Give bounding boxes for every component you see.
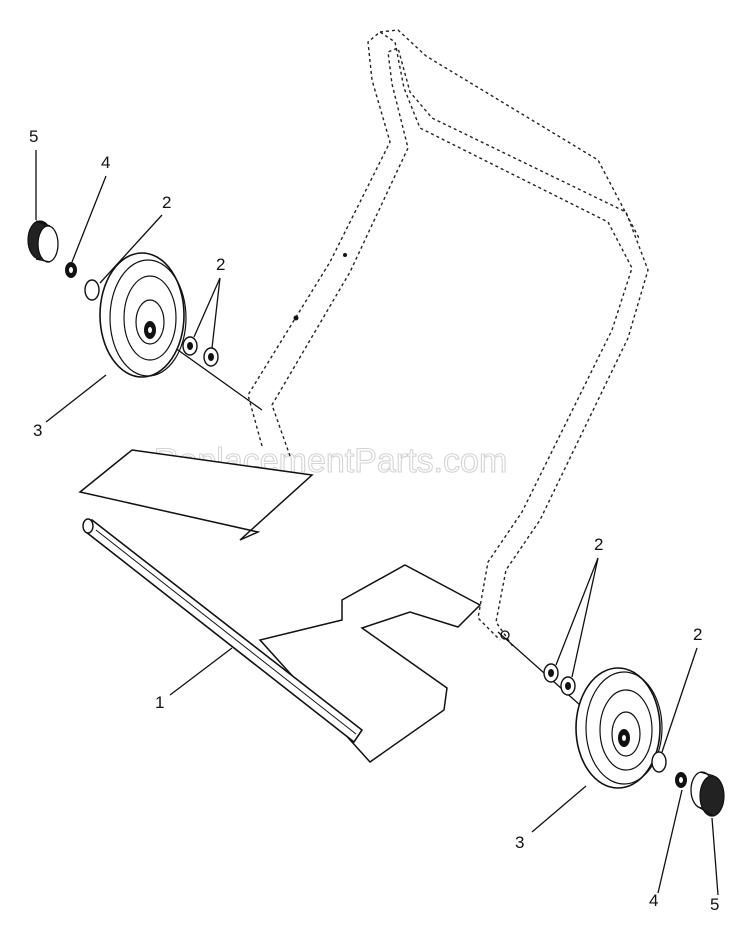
callout-5-bottom: 5 xyxy=(710,895,719,914)
wheel-right xyxy=(575,667,663,789)
callout-2-bottom-outer: 2 xyxy=(693,625,702,644)
callout-4-top: 4 xyxy=(101,153,110,172)
hub-cap-top xyxy=(27,220,59,263)
callout-2-bottom-inner: 2 xyxy=(594,535,603,554)
washer-bottom-outer xyxy=(651,751,667,773)
decal-plate-lower xyxy=(258,564,482,763)
nut-top xyxy=(65,262,77,278)
decal-plate-upper xyxy=(78,449,314,541)
wheel-left xyxy=(99,252,187,378)
callout-2-top-inner: 2 xyxy=(216,255,225,274)
callout-3-right: 3 xyxy=(515,833,524,852)
callout-5-top: 5 xyxy=(29,127,38,146)
callout-3-left: 3 xyxy=(33,421,42,440)
hub-cap-bottom xyxy=(690,771,725,817)
leader-lines xyxy=(35,150,719,896)
callout-1: 1 xyxy=(155,693,164,712)
axle-rod xyxy=(82,518,364,744)
callout-2-top-outer: 2 xyxy=(162,193,171,212)
callout-4-bottom: 4 xyxy=(649,891,658,910)
washer-top-outer xyxy=(84,279,100,301)
nut-bottom xyxy=(675,772,687,788)
handle-frame xyxy=(247,29,649,649)
